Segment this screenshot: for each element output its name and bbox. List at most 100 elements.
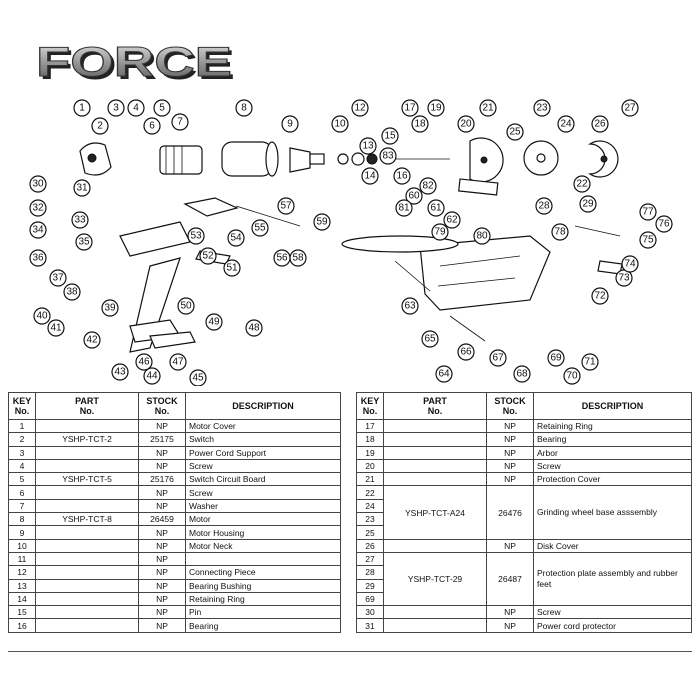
part-cell [35,591,139,607]
part-cell [35,565,139,580]
description-header: DESCRIPTION [185,392,341,420]
svg-text:19: 19 [430,103,442,114]
svg-text:12: 12 [354,103,366,114]
callout-81: 81 [395,199,413,217]
stock-cell: 26487 [486,551,534,607]
callout-72: 72 [591,287,609,305]
part-cell [383,618,487,633]
callout-75: 75 [639,231,657,249]
svg-text:41: 41 [50,323,62,334]
key-cell: 7 [8,498,36,514]
part-cell: YSHP-TCT-A24 [383,485,487,540]
svg-text:30: 30 [32,179,44,190]
callout-56: 56 [273,249,291,267]
svg-text:7: 7 [177,117,183,128]
svg-text:65: 65 [424,334,436,345]
callout-39: 39 [101,299,119,317]
svg-text:27: 27 [624,103,636,114]
stock-cell: NP [138,418,186,434]
key-cell: 26 [356,538,384,553]
callout-36: 36 [29,249,47,267]
svg-text:FORCE: FORCE [36,40,232,84]
motor-part [159,145,203,175]
key-cell: 22 [356,485,384,500]
svg-text:49: 49 [208,317,220,328]
callout-22: 22 [573,175,591,193]
description-cell: Retaining Ring [533,418,692,434]
key-cell: 11 [8,551,36,567]
callout-8: 8 [235,99,253,117]
motor-housing-part [221,141,279,177]
callout-2: 2 [91,117,109,135]
callout-4: 4 [127,99,145,117]
callout-61: 61 [427,199,445,217]
part-cell: YSHP-TCT-5 [35,472,139,487]
key-cell: 2 [8,432,36,447]
key-cell: 31 [356,618,384,633]
callout-51: 51 [223,259,241,277]
svg-text:63: 63 [404,301,416,312]
svg-text:14: 14 [364,171,376,182]
svg-text:3: 3 [113,103,119,114]
key-cell: 15 [8,605,36,620]
part-cell [35,578,139,593]
description-cell: Bearing [533,432,692,447]
part-cell [35,618,139,633]
callout-25: 25 [506,123,524,141]
svg-text:76: 76 [658,219,670,230]
svg-text:31: 31 [76,183,88,194]
svg-text:40: 40 [36,311,48,322]
callout-80: 80 [473,227,491,245]
svg-text:46: 46 [138,357,150,368]
key-cell: 20 [356,458,384,474]
svg-text:35: 35 [78,237,90,248]
callout-78: 78 [551,223,569,241]
svg-text:69: 69 [550,353,562,364]
stock-cell: NP [486,472,534,487]
svg-text:22: 22 [576,179,588,190]
callout-6: 6 [143,117,161,135]
callout-3: 3 [107,99,125,117]
callout-34: 34 [29,221,47,239]
callout-19: 19 [427,99,445,117]
callout-48: 48 [245,319,263,337]
key-cell: 27 [356,551,384,567]
disk-cover-part [588,140,619,178]
part-cell [383,445,487,460]
callout-53: 53 [187,227,205,245]
svg-text:77: 77 [642,207,654,218]
stock-cell: NP [486,432,534,447]
callout-33: 33 [71,211,89,229]
stock-cell: NP [486,618,534,633]
callout-32: 32 [29,199,47,217]
callout-52: 52 [199,247,217,265]
part-cell [383,458,487,474]
svg-text:26: 26 [594,119,606,130]
callout-66: 66 [457,343,475,361]
callout-17: 17 [401,99,419,117]
callout-10: 10 [331,115,349,133]
svg-text:78: 78 [554,227,566,238]
svg-text:2: 2 [97,121,103,132]
stock-cell: 25176 [138,472,186,487]
description-cell: Power cord protector [533,618,692,633]
svg-text:16: 16 [396,171,408,182]
svg-text:18: 18 [414,119,426,130]
key-cell: 19 [356,445,384,460]
svg-text:79: 79 [434,227,446,238]
callout-37: 37 [49,269,67,287]
